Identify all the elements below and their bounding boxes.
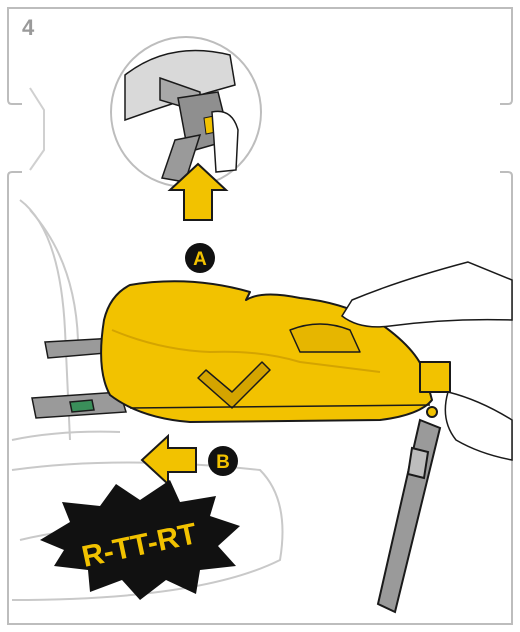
marker-b: B: [208, 446, 238, 476]
marker-a-label: A: [193, 249, 207, 270]
marker-b-label: B: [216, 452, 230, 473]
warning-burst: R-TT-RT: [40, 480, 240, 600]
support-leg: [378, 420, 440, 612]
magnifier-callout-icon: [111, 37, 261, 187]
left-arrow-icon: [142, 436, 196, 484]
marker-a: A: [185, 243, 215, 273]
isofix-indicator: [70, 400, 94, 412]
hand-icon: [212, 111, 238, 172]
step-number: 4: [22, 15, 35, 40]
transition-arrow-outline: [30, 88, 44, 170]
